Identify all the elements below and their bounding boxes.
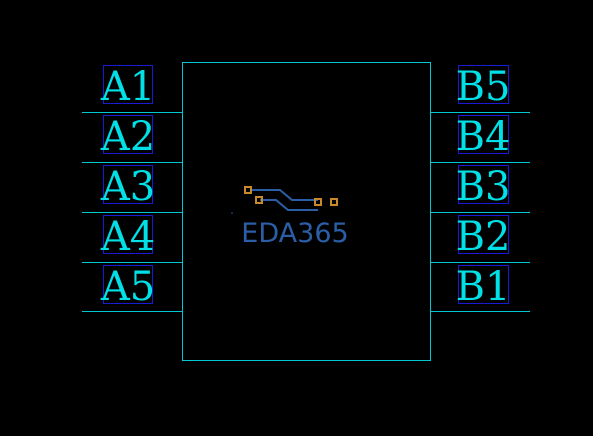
pin-label: B1 xyxy=(456,264,511,310)
pin-label: B4 xyxy=(456,114,511,160)
pin-label-box xyxy=(103,115,153,154)
trace-line xyxy=(252,189,318,201)
pin-label-box xyxy=(103,215,153,254)
pin-label: B2 xyxy=(456,214,511,260)
pin-label-box xyxy=(458,115,509,154)
pin-label: A2 xyxy=(100,114,155,160)
right-pin-group: B5 B4 B3 B2 B1 xyxy=(431,64,530,312)
pin-b1: B1 xyxy=(431,264,530,312)
pin-label: A3 xyxy=(100,164,155,210)
pin-label-box xyxy=(458,265,509,304)
logo-text: EDA365 xyxy=(241,218,348,249)
pin-label-box xyxy=(103,265,153,304)
pad xyxy=(314,198,322,206)
component-body xyxy=(182,62,431,361)
pin-a5: A5 xyxy=(82,264,182,312)
pad xyxy=(255,196,263,204)
pin-label-box xyxy=(458,65,509,104)
pin-label: A1 xyxy=(100,64,155,110)
pin-a1: A1 xyxy=(82,64,182,113)
pin-b2: B2 xyxy=(431,214,530,263)
pin-a2: A2 xyxy=(82,114,182,163)
left-pin-group: A1 A2 A3 A4 A5 xyxy=(82,64,182,312)
pin-a3: A3 xyxy=(82,164,182,213)
pad xyxy=(244,186,252,194)
pin-b3: B3 xyxy=(431,164,530,213)
pad xyxy=(330,198,338,206)
pin-label: B5 xyxy=(456,64,511,110)
pin-label: A4 xyxy=(100,214,155,260)
pin-b4: B4 xyxy=(431,114,530,163)
pin-label-box xyxy=(458,215,509,254)
pin-label-box xyxy=(458,165,509,204)
pin-a4: A4 xyxy=(82,214,182,263)
pin-b5: B5 xyxy=(431,64,530,113)
trace-line xyxy=(260,199,318,211)
pin-label: A5 xyxy=(100,264,155,310)
pin-label: B3 xyxy=(456,164,511,210)
dot xyxy=(231,212,233,214)
eda365-logo: EDA365 xyxy=(231,186,349,249)
pcb-trace-icon xyxy=(231,186,338,214)
pin-label-box xyxy=(103,65,153,104)
pin-label-box xyxy=(103,165,153,204)
